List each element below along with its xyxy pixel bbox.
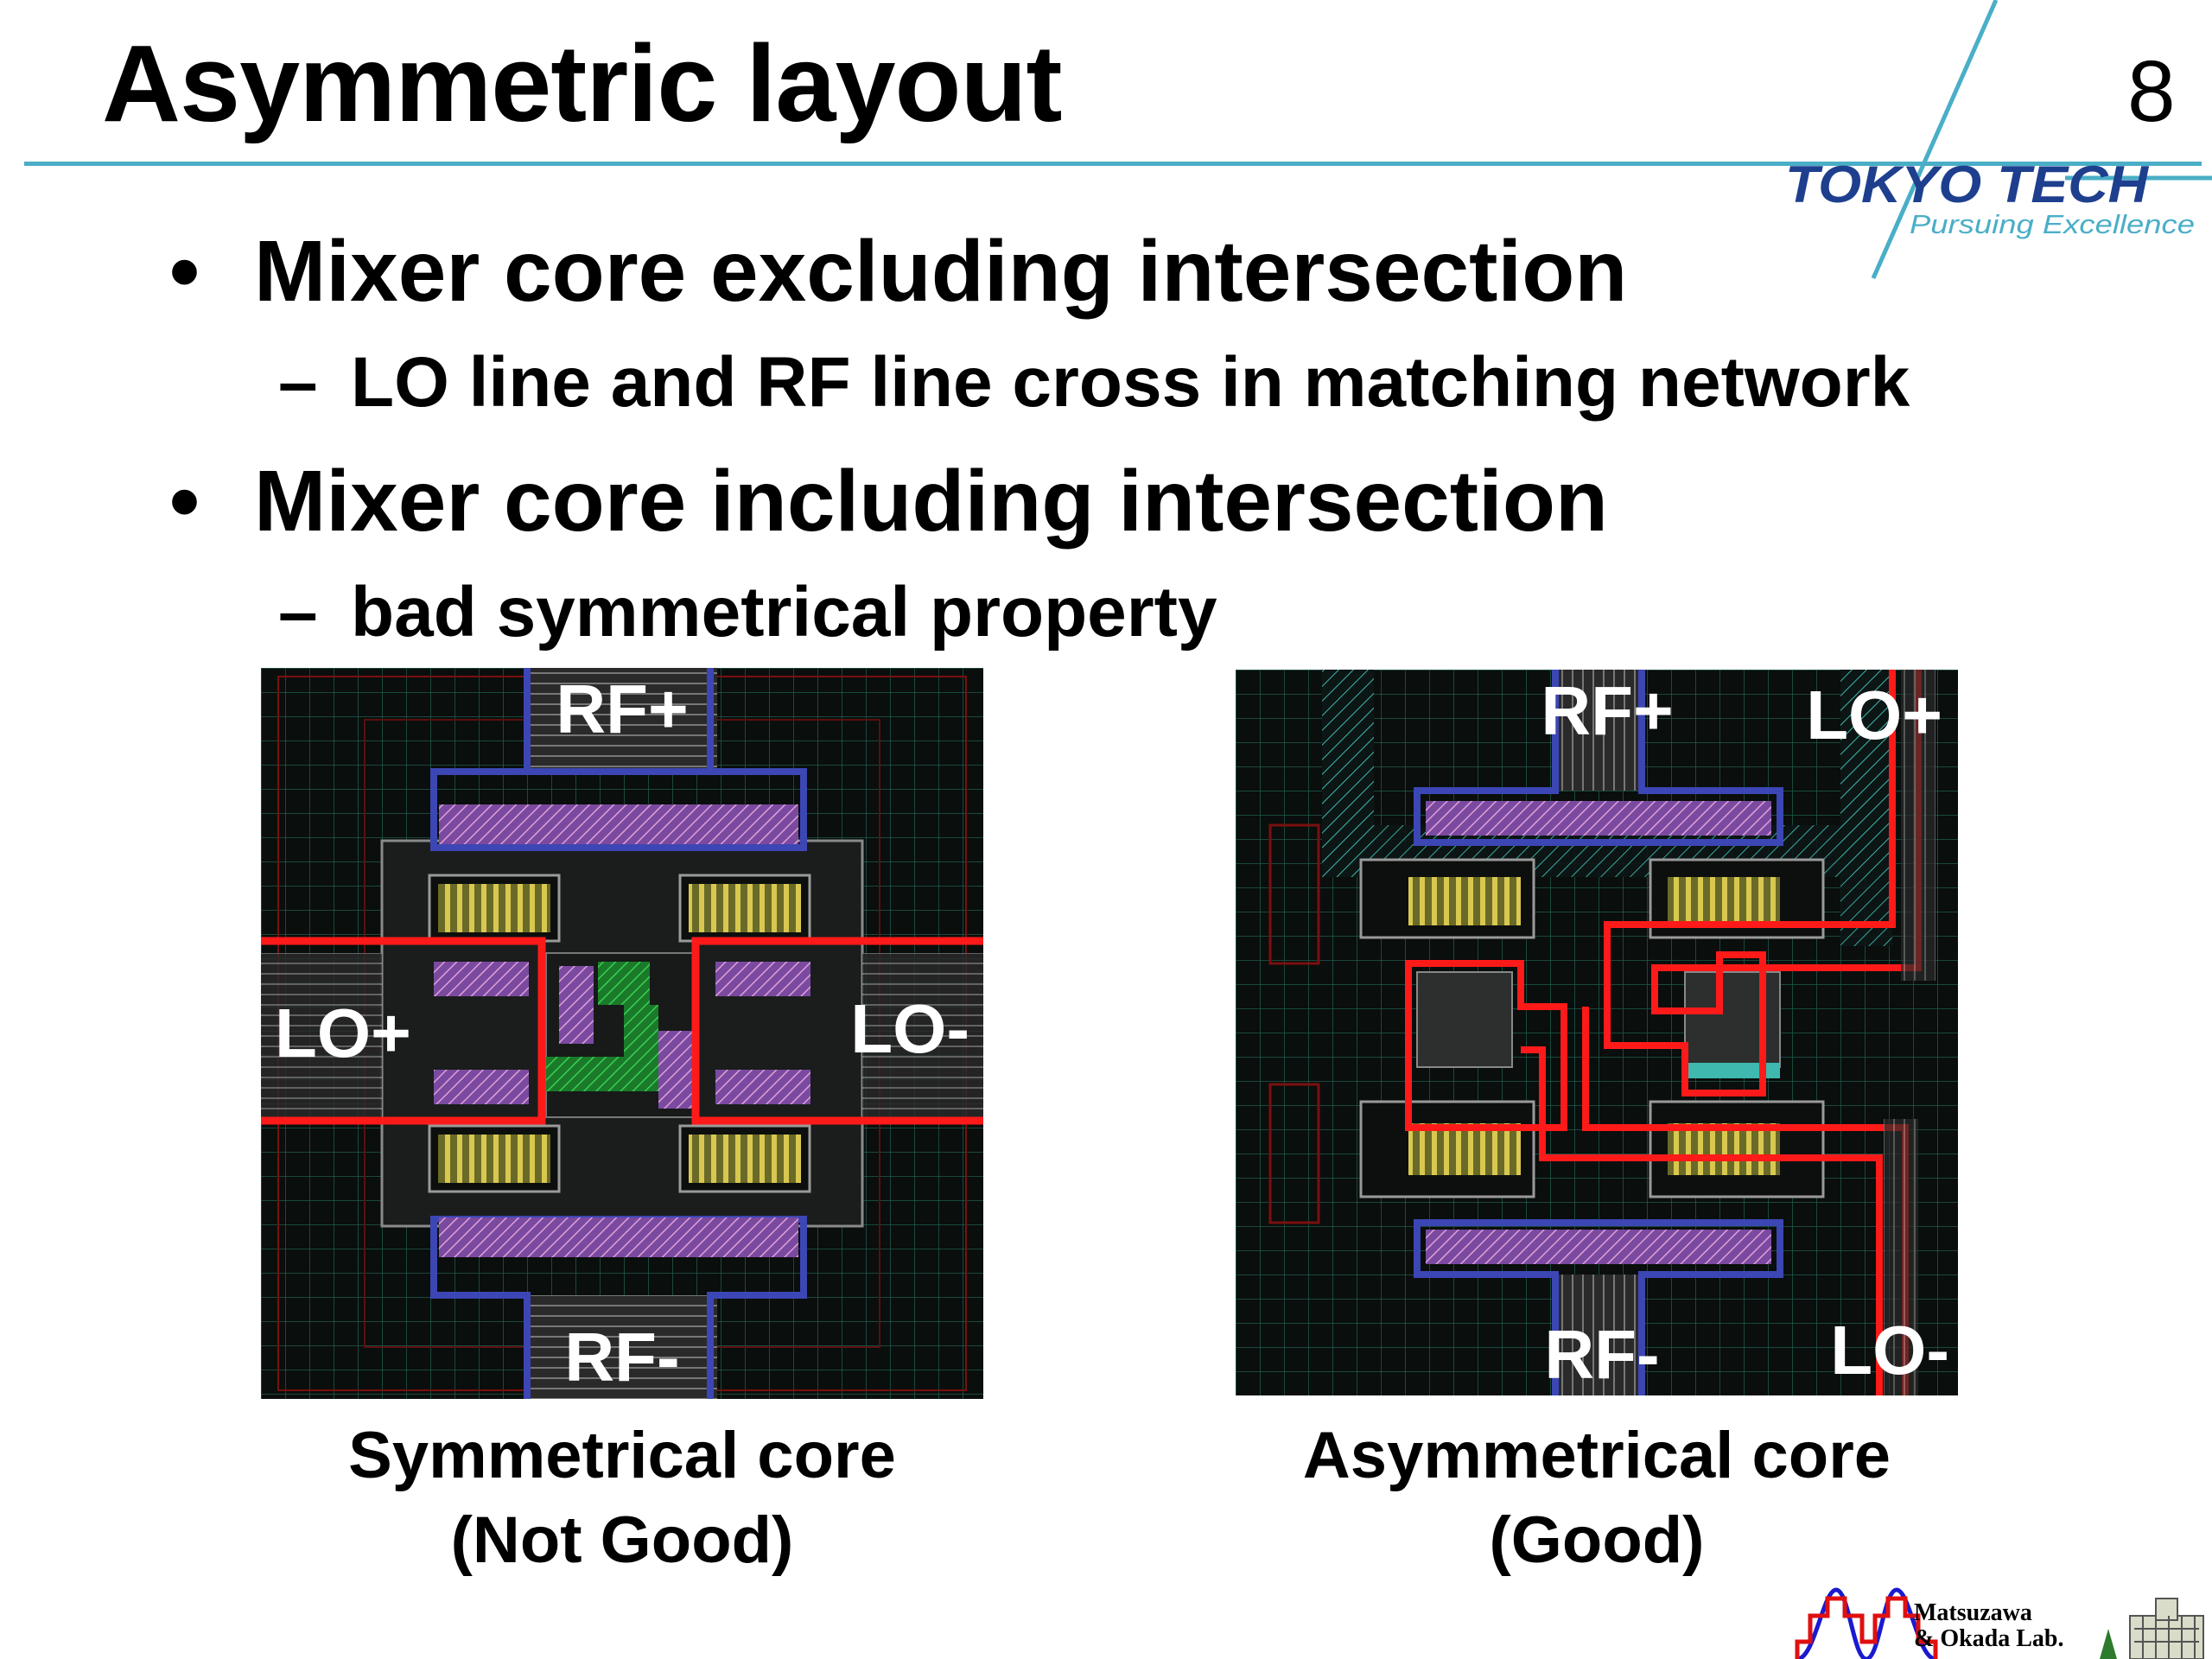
rf-plus-label: RF+ <box>556 671 688 747</box>
sub-bullet-marker: – <box>278 573 318 652</box>
bullet-text: Mixer core including intersection <box>254 453 1608 550</box>
lab-name-line2: & Okada Lab. <box>1914 1625 2064 1652</box>
sub-bullet-marker: – <box>278 343 318 422</box>
lo-plus-label: LO+ <box>1806 677 1942 753</box>
lab-logo: Matsuzawa & Okada Lab. <box>1795 1587 2204 1659</box>
tokyo-tech-logo: TOKYO TECH Pursuing Excellence <box>1785 0 2212 280</box>
slide-title: Asymmetric layout <box>102 22 1062 144</box>
bullet-marker: • <box>169 453 200 550</box>
sub-bullet-text: bad symmetrical property <box>351 573 1217 652</box>
asymmetrical-core-layout: RF+ LO+ RF- LO- <box>1236 670 1958 1395</box>
right-caption: Asymmetrical core (Good) <box>1236 1414 1958 1583</box>
rf-minus-label: RF- <box>564 1319 679 1395</box>
lo-minus-label: LO- <box>1830 1312 1949 1389</box>
lab-name-line1: Matsuzawa <box>1914 1599 2032 1626</box>
logo-wordmark: TOKYO TECH <box>1785 156 2150 213</box>
caption-line: (Not Good) <box>450 1503 794 1577</box>
title-divider <box>24 162 2202 166</box>
caption-line: Asymmetrical core <box>1302 1419 1891 1492</box>
bullet-text: Mixer core excluding intersection <box>254 223 1628 320</box>
symmetrical-core-layout: RF+ RF- LO+ LO- <box>261 668 983 1399</box>
lo-plus-label: LO+ <box>275 995 411 1071</box>
caption-line: (Good) <box>1489 1503 1705 1577</box>
caption-line: Symmetrical core <box>348 1419 896 1492</box>
bullet-marker: • <box>169 223 200 320</box>
lo-minus-label: LO- <box>850 990 969 1067</box>
logo-tagline: Pursuing Excellence <box>1910 209 2195 239</box>
rf-minus-label: RF- <box>1544 1316 1659 1393</box>
page-number: 8 <box>2127 43 2176 140</box>
left-caption: Symmetrical core (Not Good) <box>261 1414 983 1583</box>
rf-plus-label: RF+ <box>1541 672 1673 749</box>
sub-bullet-text: LO line and RF line cross in matching ne… <box>351 343 1910 422</box>
